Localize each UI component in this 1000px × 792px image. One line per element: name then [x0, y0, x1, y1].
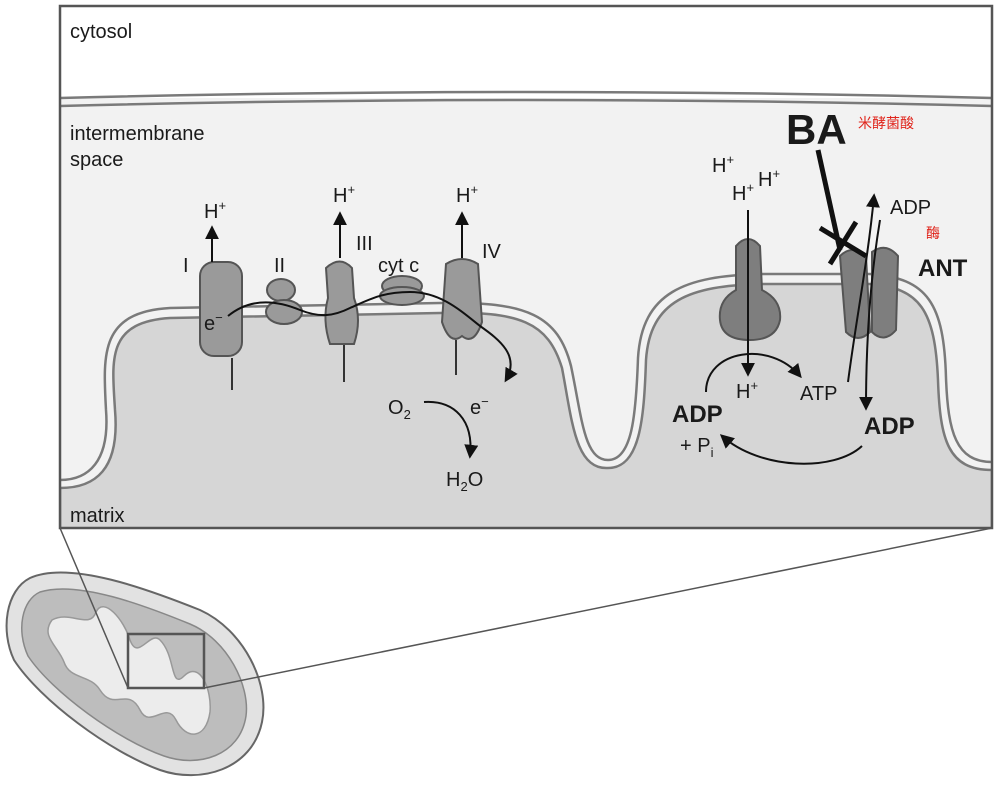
zoom-box	[126, 632, 206, 690]
cytosol-region	[60, 6, 992, 98]
complex-iii	[324, 211, 359, 382]
inner-membrane-outer-line	[60, 272, 992, 482]
electron-label-1: e−	[204, 310, 223, 335]
water-label: H2O	[446, 469, 483, 494]
adp-recycle-arc	[719, 434, 863, 465]
complex-iv-proton: H+	[456, 182, 478, 207]
space-label: space	[70, 149, 123, 171]
zoom-connector-left	[59, 527, 129, 689]
outer-membrane	[59, 90, 993, 100]
adp-cytosolic-label: ADP	[890, 197, 931, 219]
adp-matrix-label: ADP	[672, 401, 723, 428]
phosphate-label: + Pi	[680, 435, 714, 460]
complex-i-proton: H+	[204, 198, 226, 223]
ba-label: BA	[786, 106, 847, 153]
matrix-label: matrix	[70, 505, 124, 527]
complex-i-label: I	[183, 255, 189, 277]
complex-iv-label: IV	[482, 241, 502, 263]
complex-ii-label: II	[274, 255, 285, 277]
complex-iii-proton: H+	[333, 182, 355, 207]
oxygen-label: O2	[388, 397, 411, 422]
electron-path	[227, 290, 518, 383]
complex-ii	[265, 278, 303, 325]
zoom-connector-right	[203, 527, 993, 689]
oxygen-arrow	[423, 400, 479, 459]
ba-inhibition-line	[815, 149, 843, 251]
mitochondrion-overview	[5, 571, 265, 777]
intermembrane-label: intermembrane	[70, 123, 205, 145]
proton-label-b: H+	[732, 180, 754, 205]
enzyme-note: 酶	[926, 225, 940, 241]
ba-cross-b	[827, 220, 859, 266]
matrix-region	[60, 282, 992, 528]
atp-synthase	[718, 238, 782, 342]
cytosol-label: cytosol	[70, 21, 132, 43]
atp-label: ATP	[800, 383, 837, 405]
complex-iii-label: III	[356, 233, 373, 255]
ba-cn-note: 米酵菌酸	[858, 115, 914, 131]
electron-label-2: e−	[470, 394, 489, 419]
zoom-panel	[58, 4, 994, 530]
ant-label: ANT	[918, 255, 968, 282]
cytc-label: cyt c	[378, 255, 419, 277]
proton-label-matrix: H+	[736, 378, 758, 403]
ant-transporter	[838, 246, 900, 339]
proton-label-a: H+	[712, 152, 734, 177]
complex-i	[199, 225, 243, 390]
adp-to-atp-arc	[705, 353, 802, 393]
cytochrome-c	[379, 275, 425, 306]
atp-export-arrow	[847, 193, 880, 383]
adp-import-arrow	[859, 219, 881, 411]
proton-label-c: H+	[758, 166, 780, 191]
adp-recycle-label: ADP	[864, 413, 915, 440]
